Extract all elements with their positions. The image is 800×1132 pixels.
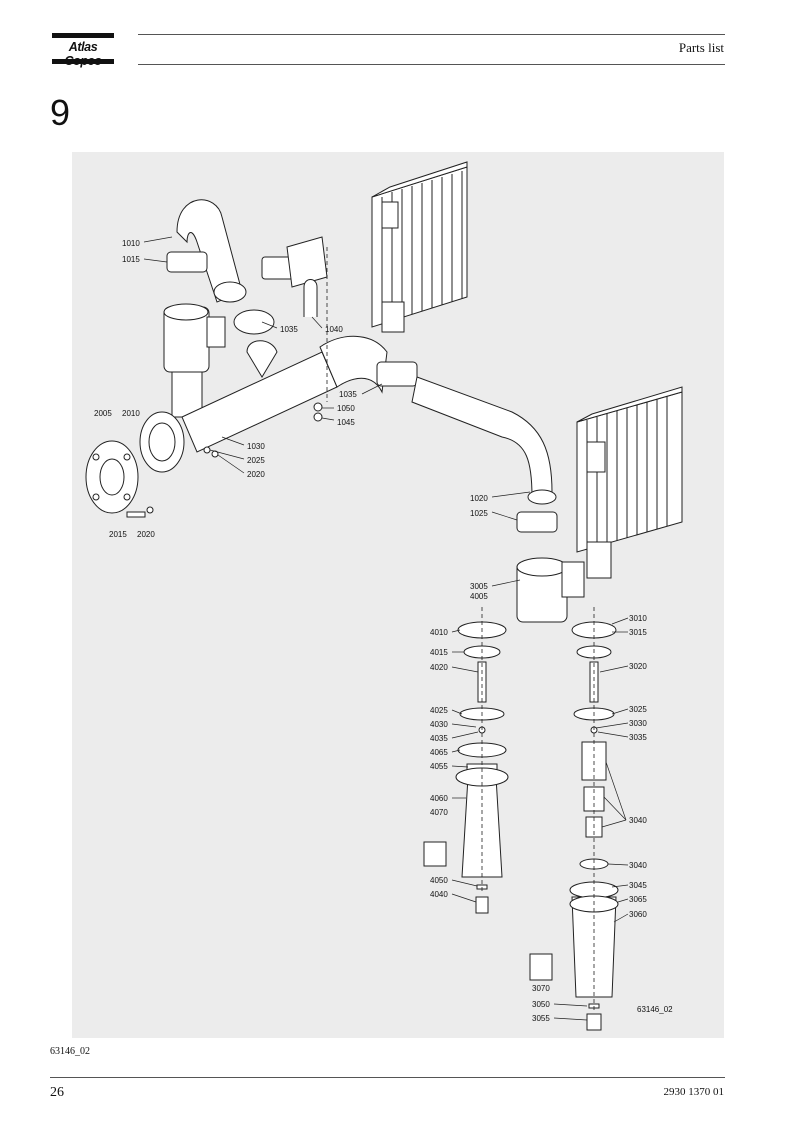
callout-3065: 3065 (629, 895, 647, 904)
flange-2005 (85, 440, 139, 514)
callout-2025: 2025 (247, 456, 265, 465)
callout-2015: 2015 (109, 530, 127, 539)
callout-3015: 3015 (629, 628, 647, 637)
callout-1045: 1045 (337, 418, 355, 427)
pipe-1020-end (527, 489, 557, 505)
logo-bar-bottom (52, 59, 114, 64)
callout-1010: 1010 (122, 239, 140, 248)
u-bolt-1040 (303, 279, 318, 317)
callout-2020-b: 2020 (137, 530, 155, 539)
atlas-copco-logo: Atlas Copco (52, 33, 114, 68)
drawing-id: 63146_02 (637, 1005, 673, 1014)
lower-filter-housing (516, 557, 585, 623)
washer-1050 (313, 402, 323, 412)
callout-4035: 4035 (430, 734, 448, 743)
callout-1035-upper: 1035 (280, 325, 298, 334)
washer-2025 (203, 446, 211, 454)
callout-4015: 4015 (430, 648, 448, 657)
logo-bar-top (52, 33, 114, 38)
parts-drawing: 1010 1015 1035 1040 1035 1050 1045 2005 … (72, 152, 724, 1038)
upper-filter-housing (163, 303, 226, 418)
callout-3010: 3010 (629, 614, 647, 623)
callout-3035: 3035 (629, 733, 647, 742)
callout-1030: 1030 (247, 442, 265, 451)
upper-bend-flange (213, 281, 247, 303)
callout-3060: 3060 (629, 910, 647, 919)
callout-2005: 2005 (94, 409, 112, 418)
pipe-bend-1030 (319, 335, 388, 394)
label-4070 (423, 841, 447, 867)
callout-4020: 4020 (430, 663, 448, 672)
callout-3070: 3070 (532, 984, 550, 993)
callout-3020: 3020 (629, 662, 647, 671)
callout-3005: 3005 (470, 582, 488, 591)
header-rule-top (138, 34, 725, 35)
header-rule-bottom (138, 64, 725, 65)
callout-4055: 4055 (430, 762, 448, 771)
callout-1035-center: 1035 (339, 390, 357, 399)
callout-1020: 1020 (470, 494, 488, 503)
leader-lines (143, 236, 629, 1021)
callout-3040-b: 3040 (629, 861, 647, 870)
callout-3055: 3055 (532, 1014, 550, 1023)
callout-3050: 3050 (532, 1000, 550, 1009)
upper-cooler (371, 161, 468, 333)
hose-body (286, 236, 328, 288)
callout-4065: 4065 (430, 748, 448, 757)
footer-rule (50, 1077, 725, 1078)
callout-3025: 3025 (629, 705, 647, 714)
callout-4025: 4025 (430, 706, 448, 715)
clamp-upper-1035 (233, 309, 275, 335)
callout-3040-a: 3040 (629, 816, 647, 825)
bolt-2015 (126, 511, 146, 518)
lower-cooler (576, 386, 683, 579)
clamp-1035 (376, 361, 418, 387)
figure-reference: 63146_02 (50, 1046, 90, 1057)
callout-4030: 4030 (430, 720, 448, 729)
callout-1025: 1025 (470, 509, 488, 518)
upper-bend-pipe (176, 199, 243, 303)
callout-4040: 4040 (430, 890, 448, 899)
document-number: 2930 1370 01 (663, 1086, 725, 1098)
section-number: 9 (50, 92, 71, 133)
flange-2010 (139, 411, 185, 473)
callout-4070: 4070 (430, 808, 448, 817)
header-title: Parts list (678, 40, 724, 55)
clamp-1025 (516, 511, 558, 533)
callout-1015: 1015 (122, 255, 140, 264)
callout-1040: 1040 (325, 325, 343, 334)
callout-1050: 1050 (337, 404, 355, 413)
callout-4010: 4010 (430, 628, 448, 637)
label-3070 (529, 953, 553, 981)
nut-2020-lower (146, 506, 154, 514)
callout-4005: 4005 (470, 592, 488, 601)
callout-4060: 4060 (430, 794, 448, 803)
parts-drawing-svg: 1010 1015 1035 1040 1035 1050 1045 2005 … (85, 161, 683, 1031)
assembly-axes (326, 247, 595, 1012)
callout-3045: 3045 (629, 881, 647, 890)
callout-2010: 2010 (122, 409, 140, 418)
pipe-branch (246, 340, 278, 378)
callout-3030: 3030 (629, 719, 647, 728)
page-number: 26 (50, 1085, 64, 1100)
callout-2020-a: 2020 (247, 470, 265, 479)
clamp-1015 (166, 251, 208, 273)
pipe-1020 (411, 376, 553, 498)
callout-4050: 4050 (430, 876, 448, 885)
nut-1045 (313, 412, 323, 422)
